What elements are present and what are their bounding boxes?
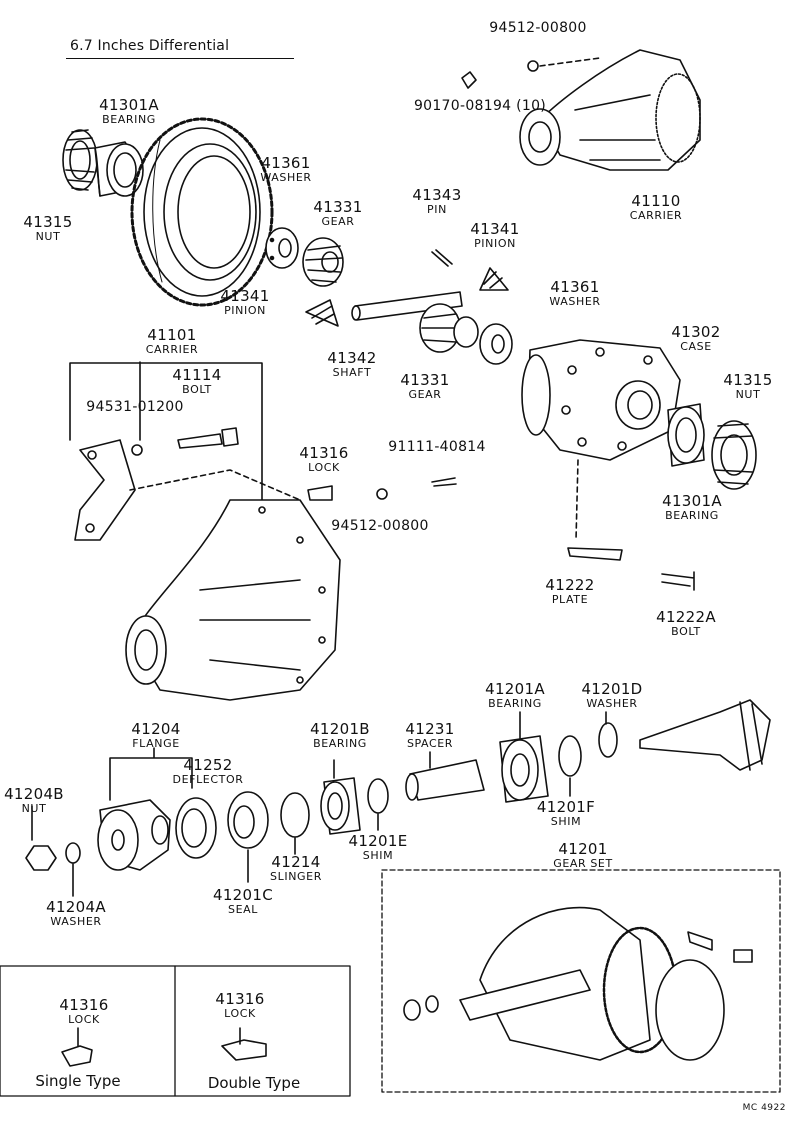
gear-set-drawing [403, 906, 753, 1061]
bearing-cap-drawing [74, 439, 136, 541]
washer-94531-drawing [131, 444, 143, 456]
label-nut-94512-top: 94512-00800 [489, 20, 587, 36]
diagram-code: MC 4922 [742, 1103, 786, 1113]
nut-41204b-drawing [25, 845, 57, 871]
label-nut-94512-mid: 94512-00800 [331, 518, 429, 534]
bolt-41222a-drawing [661, 571, 695, 591]
washer-41204a-drawing [65, 842, 81, 864]
washer-41361-left-drawing [265, 227, 299, 269]
single-lock-drawing [61, 1045, 93, 1067]
diagram-title: 6.7 Inches Differential [70, 38, 230, 54]
seal-41201c-drawing [227, 791, 269, 849]
side-bearing-left-drawing [62, 129, 144, 197]
spacer-41231-drawing [405, 759, 485, 801]
bolt-91111-drawing [431, 477, 457, 487]
pin-41343-drawing [431, 249, 453, 267]
double-lock-drawing [221, 1039, 267, 1061]
carrier-41110-drawing [519, 49, 701, 171]
pinion-41341-left-drawing [305, 299, 339, 327]
leader-dash-case [575, 459, 579, 541]
carrier-housing-drawing [125, 499, 341, 701]
bearing-41201b-drawing [320, 777, 361, 835]
drive-pinion-drawing [639, 699, 771, 771]
ring-gear-drawing [130, 117, 274, 307]
deflector-41252-drawing [175, 797, 217, 859]
washer-41201d-drawing [598, 722, 618, 758]
leader-short-lines [31, 711, 607, 897]
slinger-41214-drawing [280, 792, 310, 838]
side-gear-41331-top-drawing [302, 237, 344, 287]
side-gear-41331-bottom-drawing [419, 303, 479, 353]
leader-dash-top [539, 57, 601, 67]
variant-double-type: Double Type [207, 1074, 301, 1092]
flange-41204-drawing [97, 799, 171, 871]
shim-41201e-drawing [367, 778, 389, 814]
shim-41201f-drawing [558, 735, 582, 777]
gear-set-box [381, 869, 781, 1093]
nut-94512-mid-drawing [376, 488, 388, 500]
variant-single-type: Single Type [35, 1072, 121, 1090]
label-washer-94531: 94531-01200 [86, 399, 184, 415]
label-bolt-90170: 90170-08194 (10) [413, 98, 547, 114]
leader-carrier-cap [69, 361, 263, 501]
lock-41316-drawing [307, 485, 333, 501]
side-bearing-right-drawing [667, 403, 757, 490]
label-bolt-91111: 91111-40814 [388, 439, 486, 455]
leader-variant [77, 1027, 241, 1047]
washer-41361-right-drawing [479, 323, 513, 365]
leader-flange-group [109, 747, 193, 801]
title-underline [66, 58, 294, 59]
pinion-shaft-drawing [351, 291, 463, 321]
pinion-41341-right-drawing [479, 267, 509, 291]
nut-94512-top-drawing [527, 60, 539, 72]
bolt-90170-drawing [461, 71, 477, 89]
plate-41222-drawing [567, 547, 623, 561]
bearing-41201a-drawing [499, 735, 549, 803]
bolt-41114-drawing [177, 427, 239, 449]
differential-case-drawing [521, 339, 681, 461]
leader-dash-cap [129, 469, 301, 501]
